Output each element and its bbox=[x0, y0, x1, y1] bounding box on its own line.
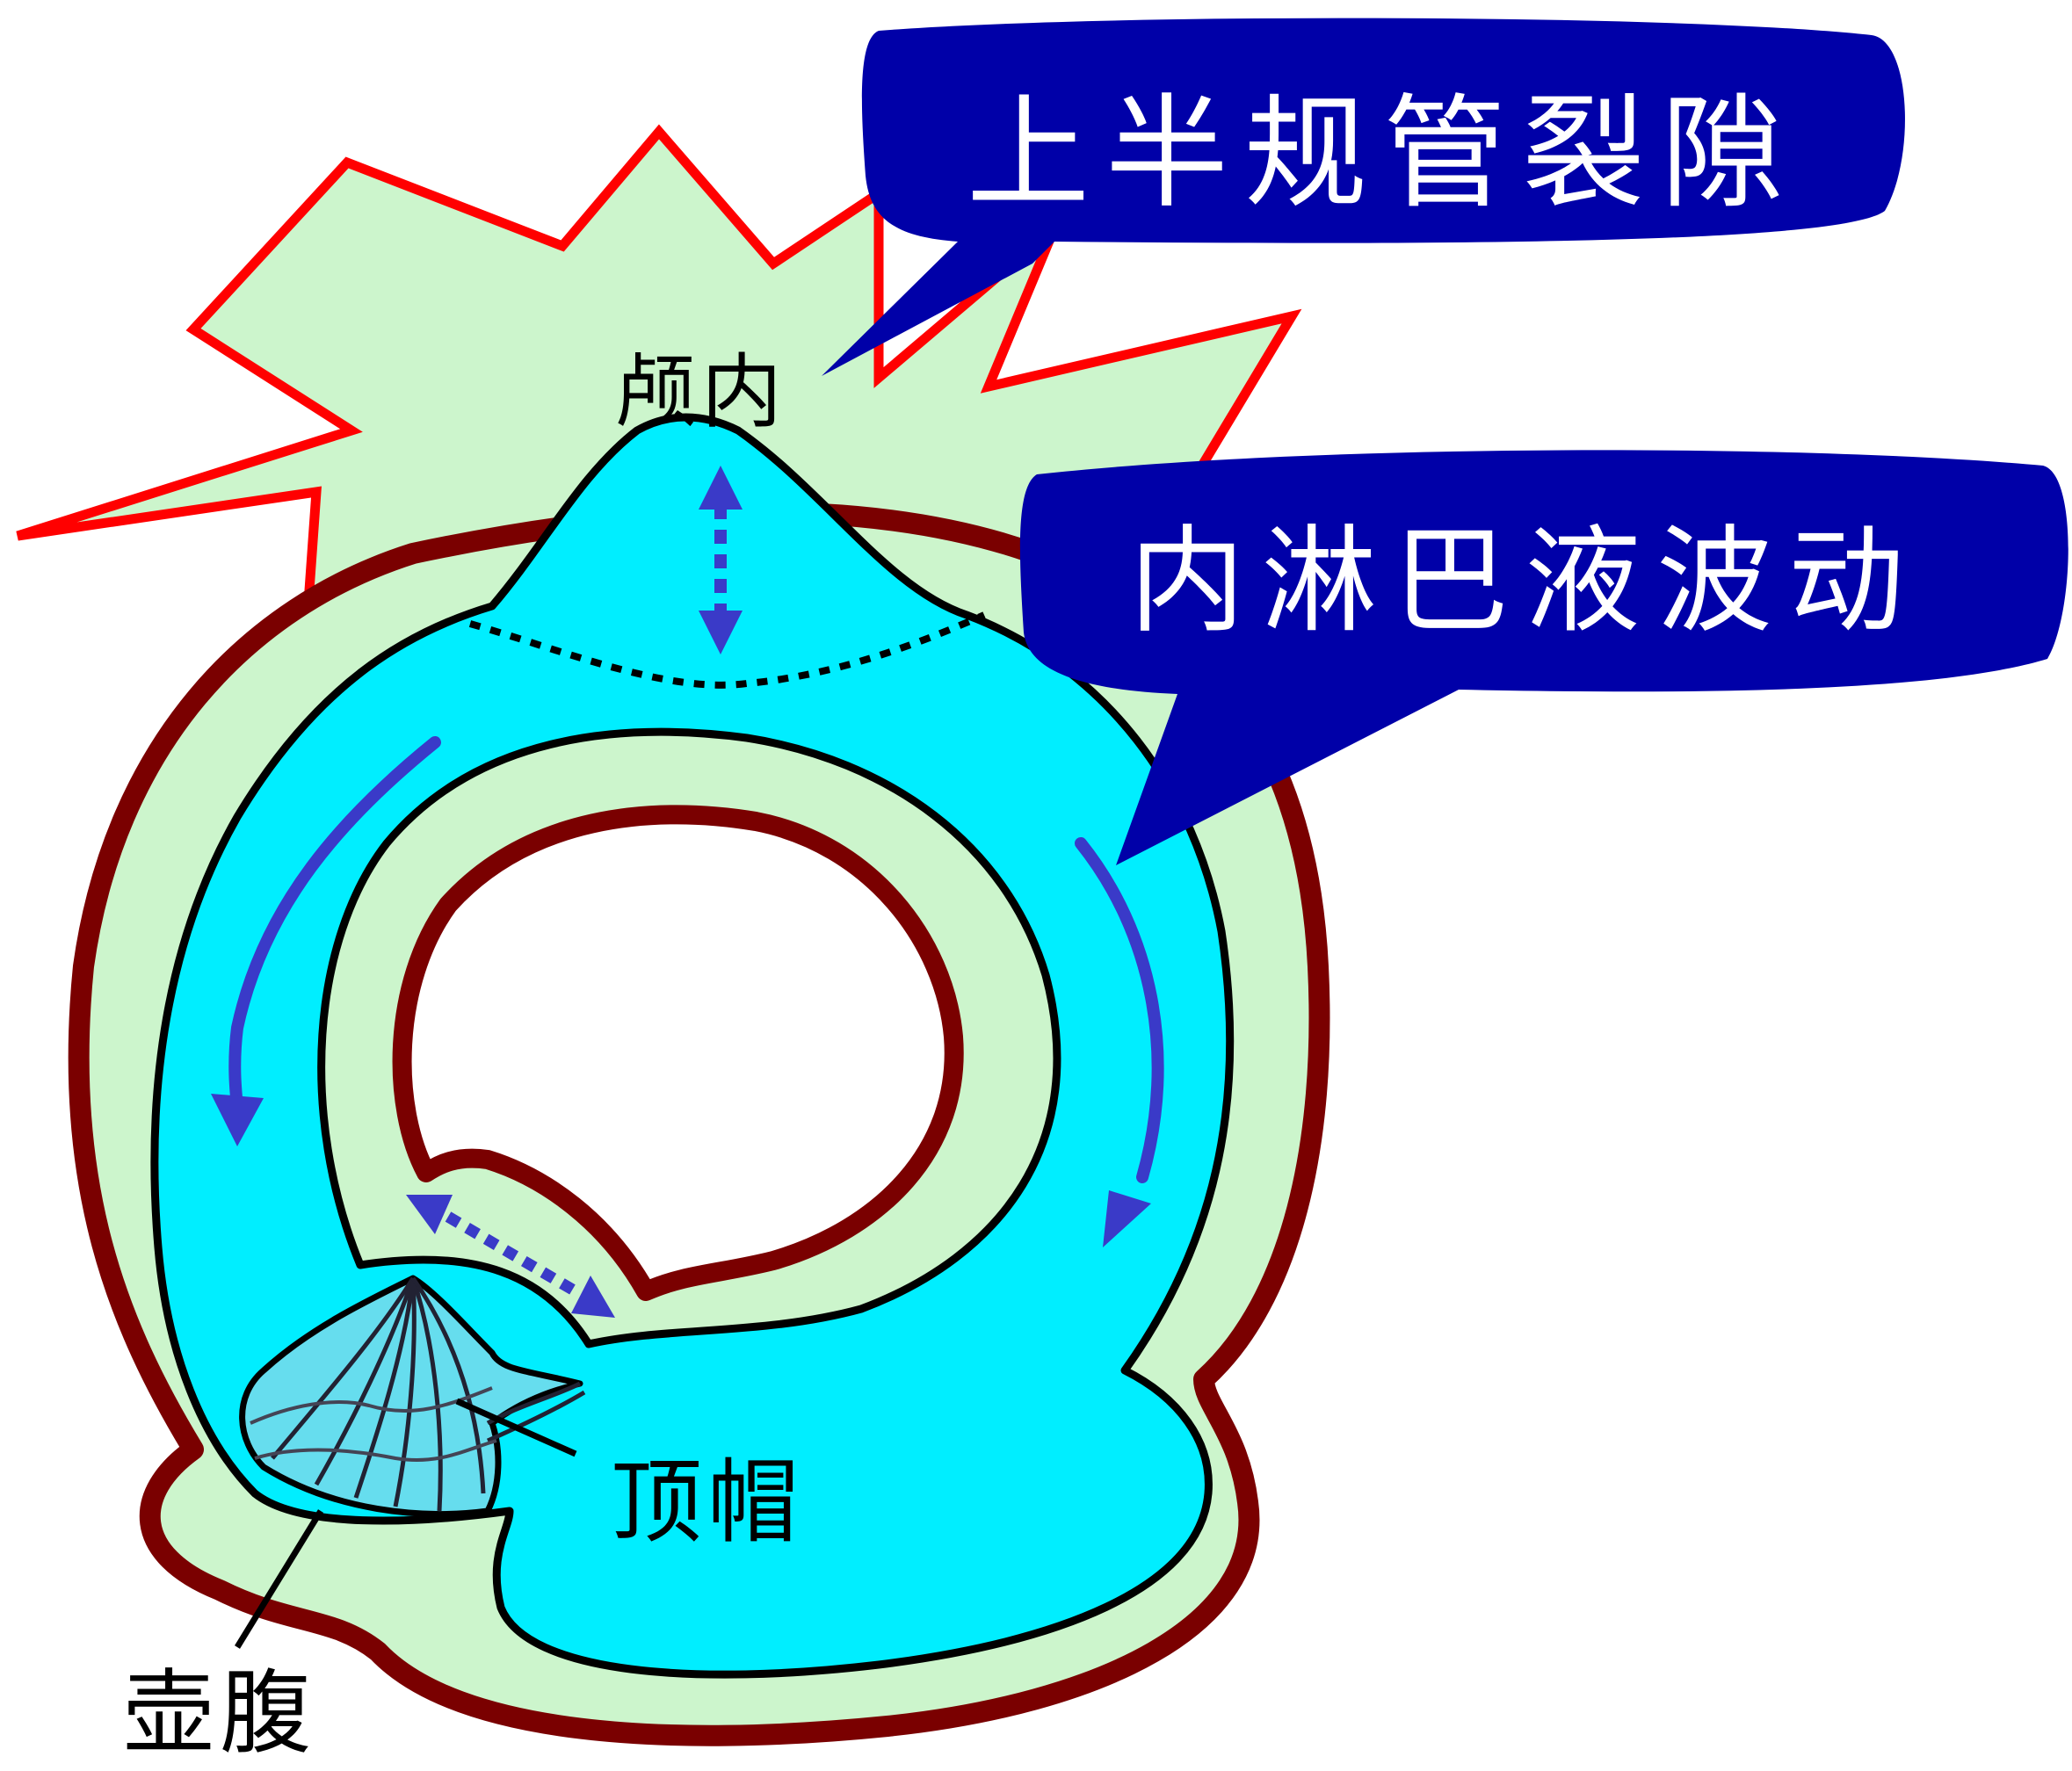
intracranial-label: 颅内 bbox=[615, 345, 788, 439]
ampulla-leader-line bbox=[235, 1509, 323, 1649]
cupula bbox=[239, 1275, 586, 1517]
ampulla-label: 壶腹 bbox=[123, 1659, 317, 1767]
flow-arrow-right bbox=[1075, 837, 1164, 1247]
central-bone-core bbox=[392, 805, 964, 1301]
cupula-label: 顶帽 bbox=[611, 1449, 805, 1556]
dehiscence-boundary-line bbox=[468, 611, 986, 689]
callout-endolymph-wave-text: 内淋巴液波动 bbox=[1129, 514, 1920, 649]
cupula-leader-line bbox=[455, 1398, 577, 1457]
callout-dehiscence bbox=[822, 18, 1905, 376]
pressure-double-arrow-vertical bbox=[699, 466, 743, 654]
callout-endolymph-wave bbox=[1019, 450, 2068, 865]
pressure-double-arrow-diagonal bbox=[406, 1195, 615, 1318]
flow-arrow-left bbox=[211, 736, 441, 1146]
callout-dehiscence-text: 上半规管裂隙 bbox=[967, 83, 1800, 226]
